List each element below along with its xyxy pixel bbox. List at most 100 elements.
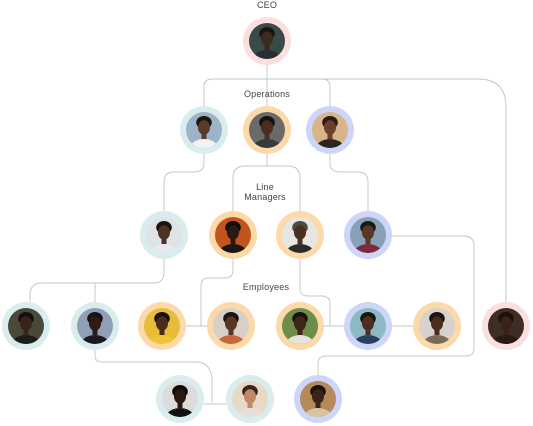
operations-avatar-3[interactable] <box>306 106 354 154</box>
portrait-neck <box>503 329 509 335</box>
portrait-photo <box>146 217 182 253</box>
employee-avatar-3[interactable] <box>138 302 186 350</box>
portrait-face <box>89 316 101 331</box>
portrait-photo <box>162 381 198 417</box>
portrait-face <box>261 120 273 135</box>
portrait-photo <box>350 308 386 344</box>
portrait-shoulders <box>11 335 41 344</box>
portrait-face <box>431 316 443 331</box>
portrait-shoulders <box>252 139 282 148</box>
line-manager-avatar-4[interactable] <box>344 211 392 259</box>
connector-lm4-to-emp11 <box>317 235 475 375</box>
portrait-neck <box>264 133 270 139</box>
portrait-neck <box>161 238 167 244</box>
connector-emp2-to-emp9-emp10 <box>94 350 213 402</box>
portrait-neck <box>228 329 234 335</box>
portrait-face <box>174 389 186 404</box>
employee-avatar-11[interactable] <box>294 375 342 423</box>
portrait-face <box>261 31 273 46</box>
portrait-photo <box>300 381 336 417</box>
portrait-shoulders <box>216 335 246 344</box>
employee-avatar-10[interactable] <box>226 375 274 423</box>
portrait-photo <box>77 308 113 344</box>
portrait-shoulders <box>353 244 383 253</box>
employee-avatar-5[interactable] <box>276 302 324 350</box>
portrait-face <box>227 225 239 240</box>
portrait-face <box>324 120 336 135</box>
portrait-photo <box>249 112 285 148</box>
portrait-photo <box>350 217 386 253</box>
portrait-neck <box>264 44 270 50</box>
portrait-neck <box>159 329 165 335</box>
portrait-face <box>156 316 168 331</box>
line-manager-avatar-2[interactable] <box>209 211 257 259</box>
portrait-face <box>294 225 306 240</box>
portrait-shoulders <box>315 139 345 148</box>
portrait-shoulders <box>491 335 521 344</box>
portrait-shoulders <box>218 244 248 253</box>
portrait-neck <box>177 402 183 408</box>
line-manager-avatar-3[interactable] <box>276 211 324 259</box>
portrait-photo <box>249 23 285 59</box>
portrait-neck <box>365 238 371 244</box>
portrait-neck <box>201 133 207 139</box>
operations-avatar-2[interactable] <box>243 106 291 154</box>
label-line-managers-line2: Managers <box>244 192 286 202</box>
portrait-face <box>312 389 324 404</box>
employee-avatar-8[interactable] <box>482 302 530 350</box>
operations-avatar-1[interactable] <box>180 106 228 154</box>
line-manager-avatar-1[interactable] <box>140 211 188 259</box>
label-ceo: CEO <box>256 0 278 10</box>
portrait-shoulders <box>285 335 315 344</box>
connector-ops3-to-lm4 <box>329 154 369 211</box>
portrait-shoulders <box>353 335 383 344</box>
employee-avatar-9[interactable] <box>156 375 204 423</box>
label-employees: Employees <box>242 282 290 292</box>
portrait-face <box>20 316 32 331</box>
connector-lm3-to-employees <box>299 259 331 326</box>
portrait-neck <box>92 329 98 335</box>
portrait-neck <box>230 238 236 244</box>
label-line-managers-line1: Line <box>256 182 274 192</box>
portrait-photo <box>186 112 222 148</box>
connector-managers-bracket <box>232 165 301 211</box>
employee-avatar-4[interactable] <box>207 302 255 350</box>
portrait-neck <box>315 402 321 408</box>
portrait-face <box>294 316 306 331</box>
portrait-face <box>500 316 512 331</box>
portrait-shoulders <box>303 408 333 417</box>
portrait-photo <box>232 381 268 417</box>
portrait-photo <box>213 308 249 344</box>
portrait-neck <box>297 238 303 244</box>
portrait-shoulders <box>189 139 219 148</box>
employee-avatar-7[interactable] <box>413 302 461 350</box>
portrait-shoulders <box>235 408 265 417</box>
portrait-face <box>225 316 237 331</box>
portrait-photo <box>419 308 455 344</box>
portrait-photo <box>8 308 44 344</box>
portrait-photo <box>312 112 348 148</box>
portrait-shoulders <box>147 335 177 344</box>
label-operations: Operations <box>243 89 291 99</box>
portrait-photo <box>488 308 524 344</box>
portrait-shoulders <box>80 335 110 344</box>
portrait-photo <box>282 308 318 344</box>
portrait-neck <box>23 329 29 335</box>
portrait-face <box>198 120 210 135</box>
portrait-neck <box>327 133 333 139</box>
ceo-avatar[interactable] <box>243 17 291 65</box>
employee-avatar-6[interactable] <box>344 302 392 350</box>
portrait-neck <box>297 329 303 335</box>
portrait-face <box>244 389 256 404</box>
portrait-photo <box>282 217 318 253</box>
employee-avatar-2[interactable] <box>71 302 119 350</box>
connector-lm1-to-employees <box>29 259 165 302</box>
connector-ops1-to-lm1 <box>163 154 205 211</box>
portrait-face <box>158 225 170 240</box>
portrait-photo <box>215 217 251 253</box>
connector-lm2-to-employees <box>200 259 234 326</box>
employee-avatar-1[interactable] <box>2 302 50 350</box>
portrait-neck <box>247 402 253 408</box>
portrait-shoulders <box>285 244 315 253</box>
